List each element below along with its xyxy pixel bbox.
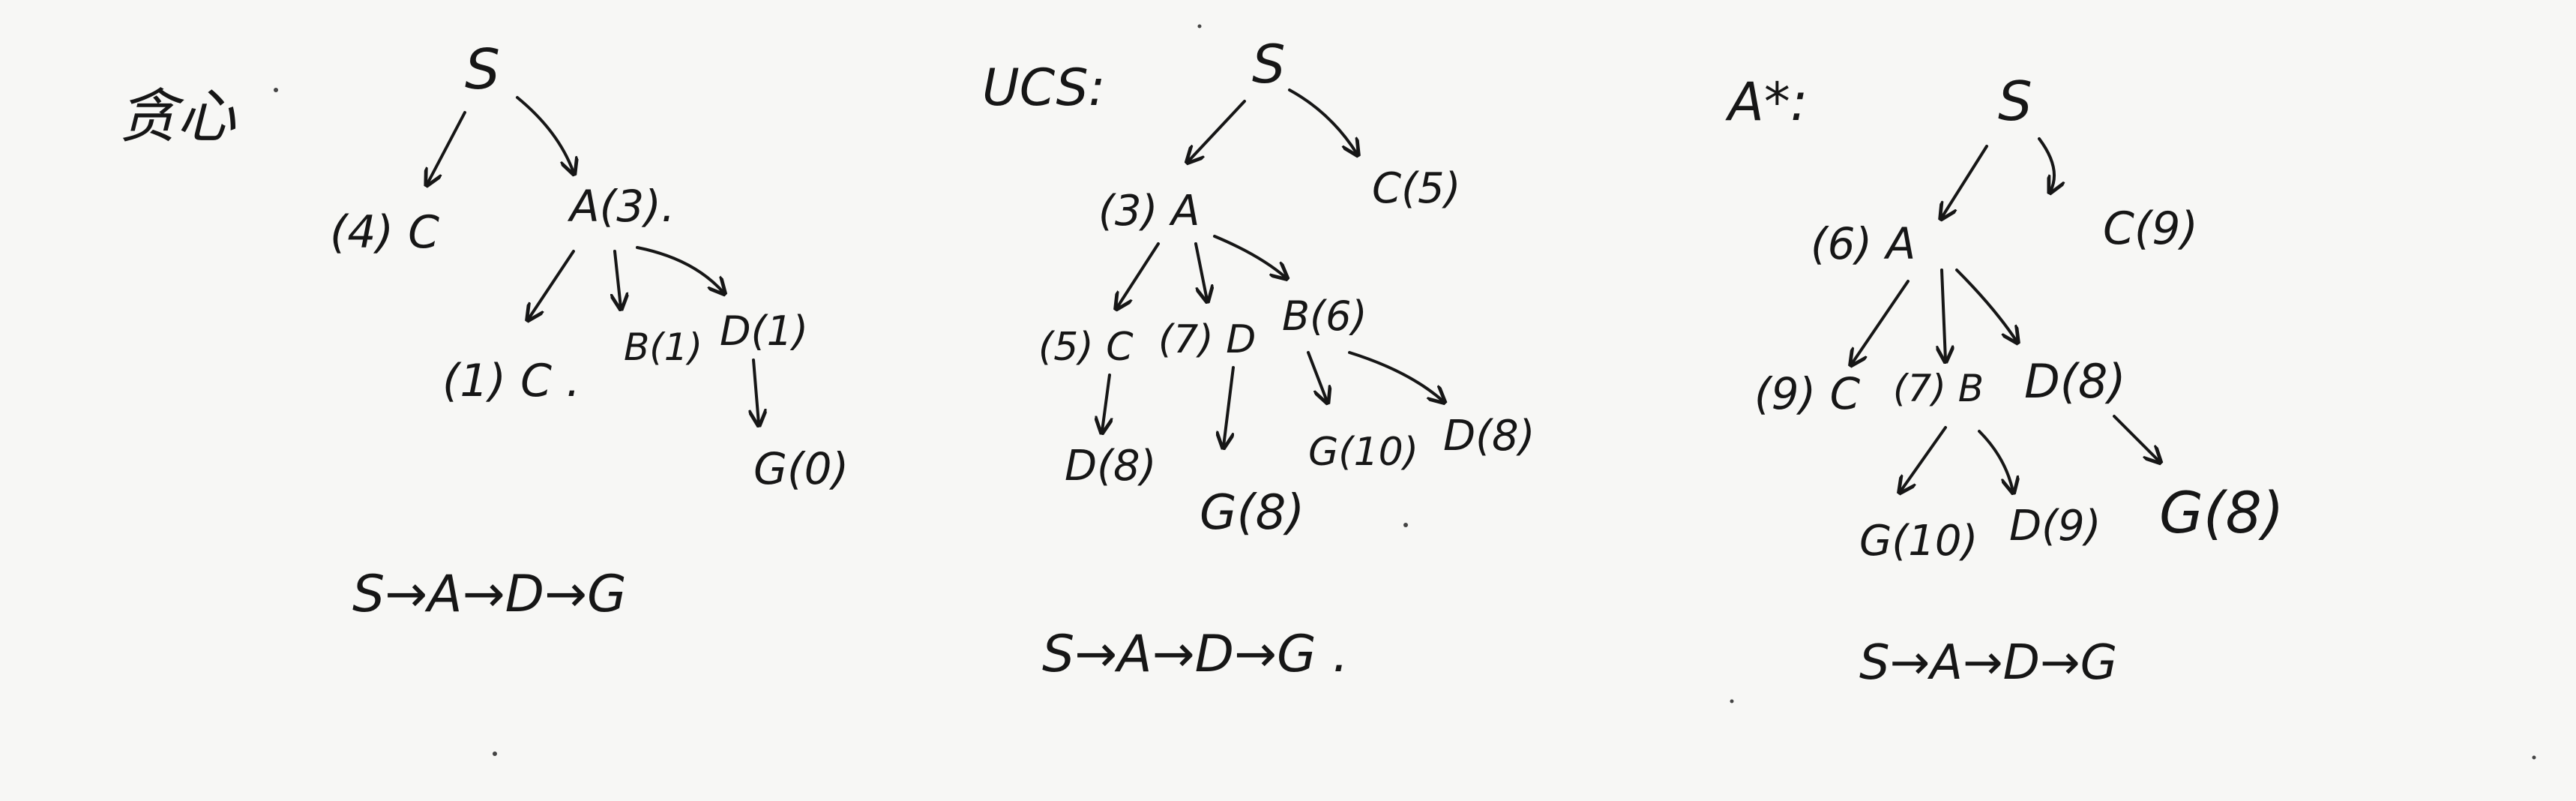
ucs-node-d-under-c: D(8) xyxy=(1065,442,1156,490)
astar-edge-d-g xyxy=(2113,415,2159,461)
astar-edge-b-d xyxy=(1978,430,2013,491)
ucs-edge-d-g xyxy=(1224,366,1235,446)
greedy-edge-a-d xyxy=(636,246,723,292)
ucs-path: S→A→D→G . xyxy=(1042,625,1349,684)
greedy-edge-a-c xyxy=(529,250,575,319)
ucs-edge-a-b xyxy=(1213,235,1286,278)
ucs-node-c-child: (5) C xyxy=(1038,325,1134,370)
ucs-node-g-under-b: G(10) xyxy=(1308,430,1418,475)
astar-path: S→A→D→G xyxy=(1859,635,2117,691)
ucs-node-s: S xyxy=(1252,34,1285,95)
astar-node-c-top: C(9) xyxy=(2103,202,2198,255)
ucs-edge-b-g xyxy=(1307,351,1327,401)
astar-edge-s-a xyxy=(1942,145,1988,218)
greedy-node-s: S xyxy=(465,38,500,102)
greedy-node-b-child: B(1) xyxy=(624,326,702,369)
paper-specks xyxy=(274,24,2536,760)
ucs-edge-s-c xyxy=(1288,88,1357,154)
greedy-node-a: A(3). xyxy=(567,181,675,232)
greedy-edge-d-g xyxy=(753,358,759,424)
astar-edge-a-c xyxy=(1852,280,1910,364)
greedy-edge-a-b xyxy=(615,250,621,308)
ucs-title: UCS: xyxy=(982,58,1106,118)
ucs-edge-a-c xyxy=(1117,242,1160,308)
ucs-node-a: (3) A xyxy=(1098,187,1200,236)
ucs-node-d-under-b: D(8) xyxy=(1443,412,1535,460)
astar-edge-a-d xyxy=(1955,268,2017,341)
astar-edge-b-g xyxy=(1901,426,1947,491)
greedy-title: 贪心 xyxy=(118,83,236,151)
ucs-node-b-child: B(6) xyxy=(1282,292,1367,340)
ucs-edge-b-d xyxy=(1348,351,1443,401)
greedy-edge-s-c xyxy=(427,111,466,184)
astar-node-b-child: (7) B xyxy=(1893,367,1984,410)
greedy-panel: 贪心 S (4) C A(3). (1) C . B(1) D(1) G(0) … xyxy=(118,38,849,624)
ucs-node-d-child: (7) D xyxy=(1158,317,1256,362)
greedy-node-c-top: (4) C xyxy=(330,206,439,259)
astar-node-a: (6) A xyxy=(1811,218,1916,269)
astar-title: A*: xyxy=(1725,71,1808,133)
greedy-node-d-child: D(1) xyxy=(720,308,808,355)
astar-node-s: S xyxy=(1998,70,2032,133)
ucs-edge-c-d xyxy=(1102,374,1110,431)
astar-node-c-child: (9) C xyxy=(1754,368,1861,419)
astar-node-d-under-b: D(9) xyxy=(2009,502,2101,550)
astar-edge-a-b xyxy=(1942,268,1945,360)
ucs-node-g-under-d: G(8) xyxy=(1200,485,1304,541)
ucs-edge-a-d xyxy=(1194,242,1207,300)
astar-node-g-under-b: G(10) xyxy=(1859,517,1978,566)
greedy-path: S→A→D→G xyxy=(352,565,627,624)
ucs-edge-s-a xyxy=(1188,100,1246,161)
astar-edge-s-c xyxy=(2038,137,2054,191)
astar-node-g-under-d: G(8) xyxy=(2159,479,2284,546)
ucs-panel: UCS: S (3) A C(5) (5) C (7) D B(6) D(8) … xyxy=(982,34,1535,684)
astar-node-d-child: D(8) xyxy=(2024,354,2126,409)
greedy-node-g: G(0) xyxy=(753,443,849,494)
astar-panel: A*: S (6) A C(9) (9) C (7) B D(8) G(10) … xyxy=(1725,70,2284,691)
greedy-edge-s-a xyxy=(516,96,574,172)
greedy-node-c-child: (1) C . xyxy=(442,355,580,407)
ucs-node-c-top: C(5) xyxy=(1372,164,1460,213)
